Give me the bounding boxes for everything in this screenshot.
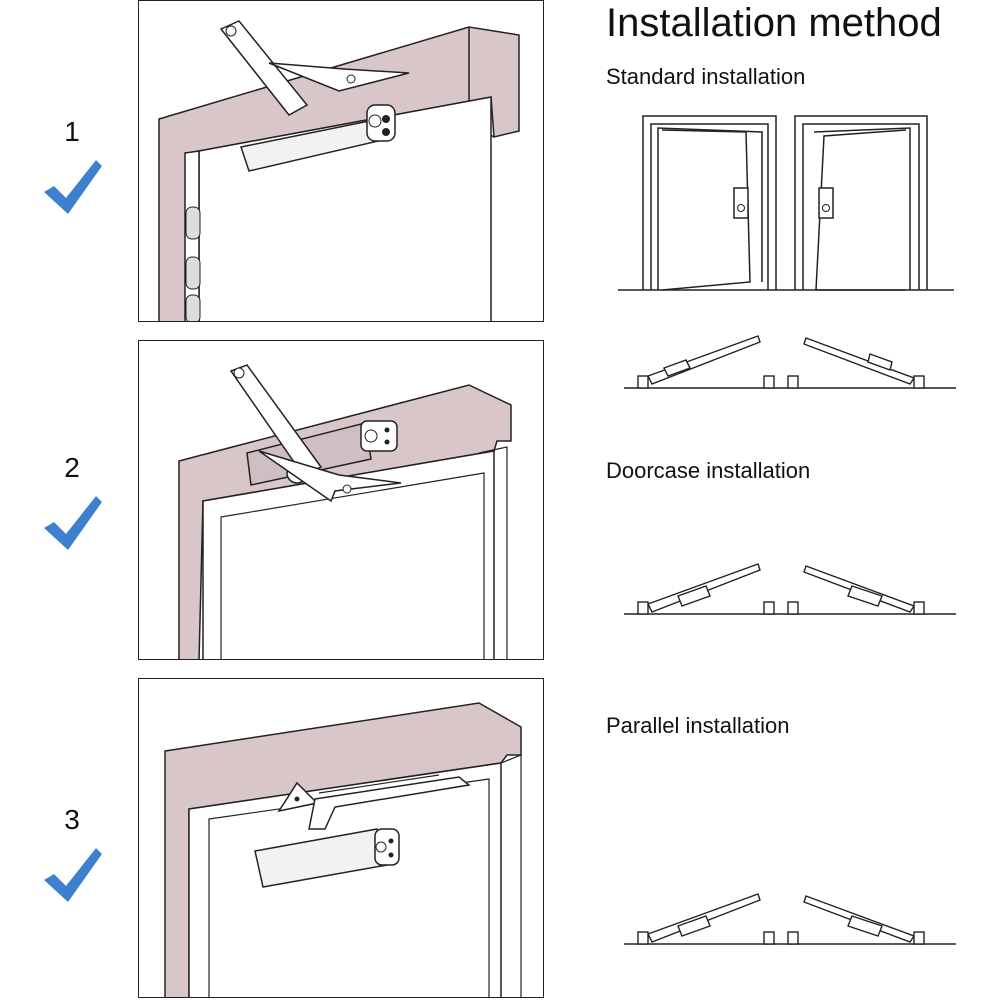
step-number-2: 2 <box>64 452 80 483</box>
step-number-3: 3 <box>64 804 80 835</box>
checkmark-icon <box>44 848 102 902</box>
doorcase-installation-illustration <box>138 340 544 660</box>
checkmark-icon <box>44 160 102 214</box>
doorcase-installation-label: Doorcase installation <box>606 458 811 483</box>
parallel-installation-illustration <box>138 678 544 998</box>
standard-plan-view-diagram <box>624 335 956 389</box>
parallel-installation-label: Parallel installation <box>606 713 790 738</box>
standard-installation-label: Standard installation <box>606 64 806 89</box>
doorcase-plan-view-diagram <box>624 563 956 615</box>
door-elevation-diagram <box>618 115 954 291</box>
step-number-1: 1 <box>64 116 80 147</box>
standard-installation-illustration <box>138 0 544 322</box>
parallel-plan-view-diagram <box>624 893 956 945</box>
page-title: Installation method <box>606 1 942 45</box>
checkmark-icon <box>44 496 102 550</box>
